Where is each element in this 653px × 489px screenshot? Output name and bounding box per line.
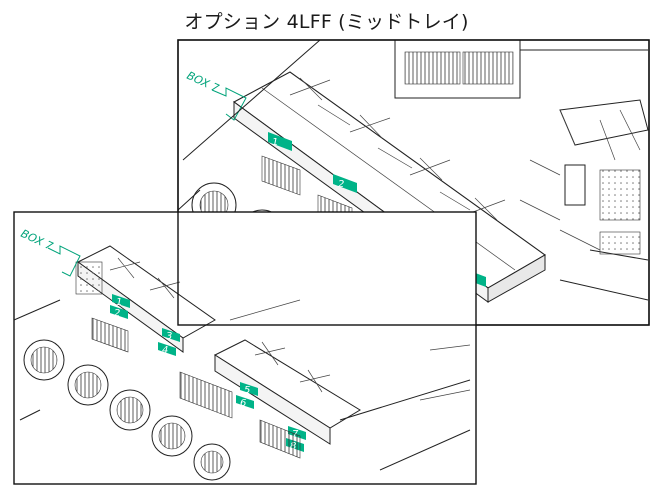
lower-bay-4-tag: 4 [158, 342, 176, 356]
upper-bay-1-tag: 1 [268, 132, 292, 151]
lower-bay-5-label: 5 [244, 385, 250, 396]
lower-left-drive-cage [75, 245, 216, 353]
lower-chassis-drawing: 1 2 3 4 5 6 7 [13, 227, 471, 481]
lower-bay-5-tag: 5 [240, 382, 258, 396]
page-title: オプション 4LFF (ミッドトレイ) [184, 11, 469, 33]
lower-bay-6-tag: 6 [236, 395, 254, 409]
upper-bay-2-tag: 2 [333, 174, 357, 193]
upper-frame-border [177, 39, 650, 326]
lower-bay-1-tag: 1 [112, 294, 130, 308]
lower-bay-3-label: 3 [166, 331, 172, 342]
lower-bay-2-tag: 2 [110, 305, 128, 319]
upper-bay-2-label: 2 [338, 179, 344, 190]
upper-bay-1-label: 1 [272, 137, 278, 148]
lower-right-drive-cage [213, 339, 361, 445]
lower-fan-row [23, 339, 231, 481]
lower-bay-3-tag: 3 [162, 328, 180, 342]
lower-bay-2-label: 2 [114, 308, 120, 319]
lower-bay-4-label: 4 [162, 345, 168, 356]
lower-heatsinks [91, 317, 301, 459]
lower-bay-6-label: 6 [240, 398, 246, 409]
lower-bay-1-label: 1 [116, 297, 122, 308]
